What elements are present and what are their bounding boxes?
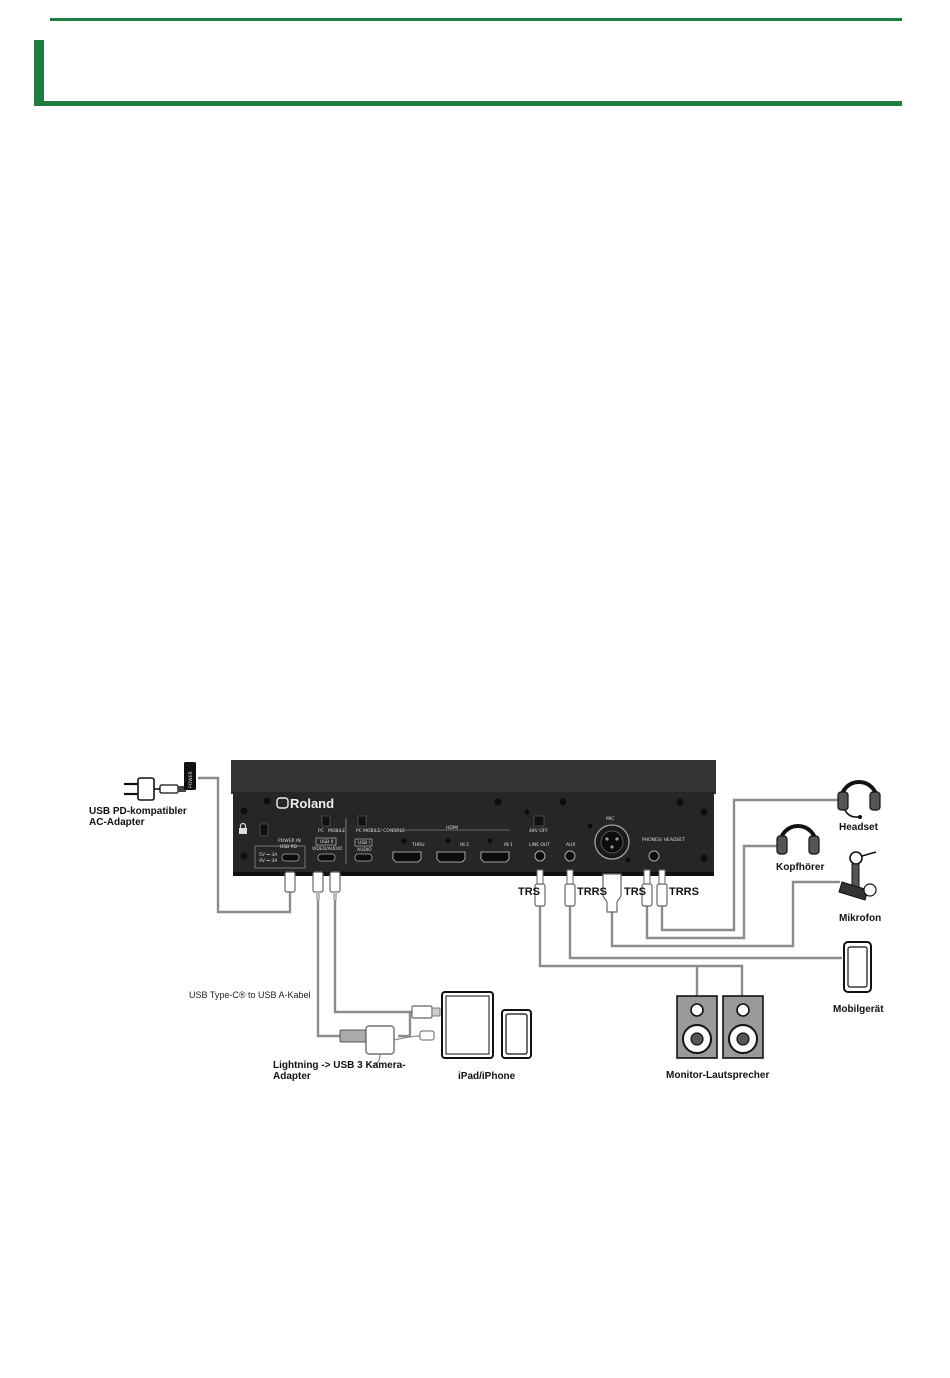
svg-text:USB PD: USB PD (280, 844, 297, 850)
svg-text:USB II: USB II (320, 839, 333, 845)
svg-text:AUX: AUX (566, 842, 575, 848)
ac-adapter-label-line1: USB PD-kompatibler (89, 806, 187, 817)
headphones-label: Kopfhörer (776, 862, 824, 873)
svg-text:POWER IN: POWER IN (278, 838, 301, 844)
top-rule (50, 18, 902, 21)
microphone-icon (838, 851, 877, 901)
aux-cable (568, 906, 842, 960)
cables (198, 776, 842, 1038)
ipad-iphone-icon (441, 991, 532, 1059)
svg-text:MOBILE: MOBILE (328, 828, 345, 834)
svg-text:PC: PC (356, 828, 362, 834)
ipad-iphone-label: iPad/iPhone (458, 1071, 516, 1082)
section-header-bar (34, 40, 44, 106)
mic-plug-label: TRS (624, 886, 646, 898)
line-out-plug-label: TRS (518, 886, 540, 898)
svg-text:MOBILE/ CONSOLE: MOBILE/ CONSOLE (363, 828, 405, 834)
connection-diagram: POWER USB PD-kompatibler AC-Adapter Rola… (89, 760, 884, 1082)
svg-text:LINE OUT: LINE OUT (529, 842, 550, 848)
usb-c-plugs (284, 871, 341, 900)
monitor-speakers-label: Monitor-Lautsprecher (666, 1070, 769, 1081)
lock-icon (239, 828, 247, 834)
section-header-rule (34, 101, 902, 106)
speaker-cable (538, 906, 744, 996)
headset-label: Headset (839, 822, 879, 833)
svg-text:MIC: MIC (606, 816, 614, 822)
headset-cable (660, 798, 840, 932)
roland-logo: Roland (290, 796, 334, 811)
svg-text:5V ⎓ 3A: 5V ⎓ 3A (259, 852, 278, 858)
svg-text:PC: PC (318, 828, 324, 834)
usb-c-to-camera-adapter-cable (316, 900, 340, 1038)
monitor-speakers-icon (676, 995, 764, 1059)
adapter-tag: POWER (188, 771, 194, 788)
audio-plugs (534, 869, 668, 913)
usb-i-port (354, 853, 373, 862)
svg-text:VIDEO/AUDIO: VIDEO/AUDIO (312, 846, 343, 852)
svg-text:IN 2: IN 2 (460, 842, 469, 848)
line-out-jack (534, 850, 546, 862)
hdmi-in1-port (480, 851, 510, 863)
usb-pd-ac-adapter: POWER (124, 762, 196, 801)
svg-text:9V ⎓ 3A: 9V ⎓ 3A (259, 858, 278, 864)
svg-text:PHONES/ HEADSET: PHONES/ HEADSET (642, 837, 685, 843)
usb-c-to-usb-a-cable (333, 900, 412, 1014)
device-rear-panel: Roland POWER IN USB PD 5V ⎓ 3A 9V ⎓ 3A P… (231, 760, 716, 876)
usb-a-plug (411, 1005, 441, 1019)
headset-icon (837, 780, 881, 819)
mobile-device-icon (843, 941, 872, 993)
svg-text:48V OFF: 48V OFF (529, 828, 548, 834)
hdmi-thru-port (392, 851, 422, 863)
power-in-port (281, 853, 300, 862)
ac-adapter-label-line2: AC-Adapter (89, 817, 145, 828)
hdmi-in2-port (436, 851, 466, 863)
headphones-cable (645, 844, 778, 940)
svg-text:USB I: USB I (358, 840, 370, 846)
microphone-label: Mikrofon (839, 913, 881, 924)
mic-cable (610, 880, 840, 948)
svg-text:AUDIO: AUDIO (357, 847, 372, 853)
headphones-icon (776, 824, 820, 855)
camera-adapter-label-line2: Adapter (273, 1071, 311, 1082)
usb-cable-label: USB Type-C® to USB A-Kabel (189, 990, 311, 1000)
mobile-device-label: Mobilgerät (833, 1004, 884, 1015)
svg-text:HDMI: HDMI (446, 825, 458, 831)
phones-headset-jack (648, 850, 660, 862)
svg-text:THRU: THRU (411, 842, 425, 848)
usb-ii-port (317, 853, 336, 862)
power-cable (198, 776, 292, 914)
svg-text:IN 1: IN 1 (504, 842, 513, 848)
camera-adapter-icon (339, 1025, 435, 1067)
camera-adapter-label-line1: Lightning -> USB 3 Kamera- (273, 1060, 406, 1071)
headset-plug-label: TRRS (669, 886, 699, 898)
aux-plug-label: TRRS (577, 886, 607, 898)
aux-jack (564, 850, 576, 862)
